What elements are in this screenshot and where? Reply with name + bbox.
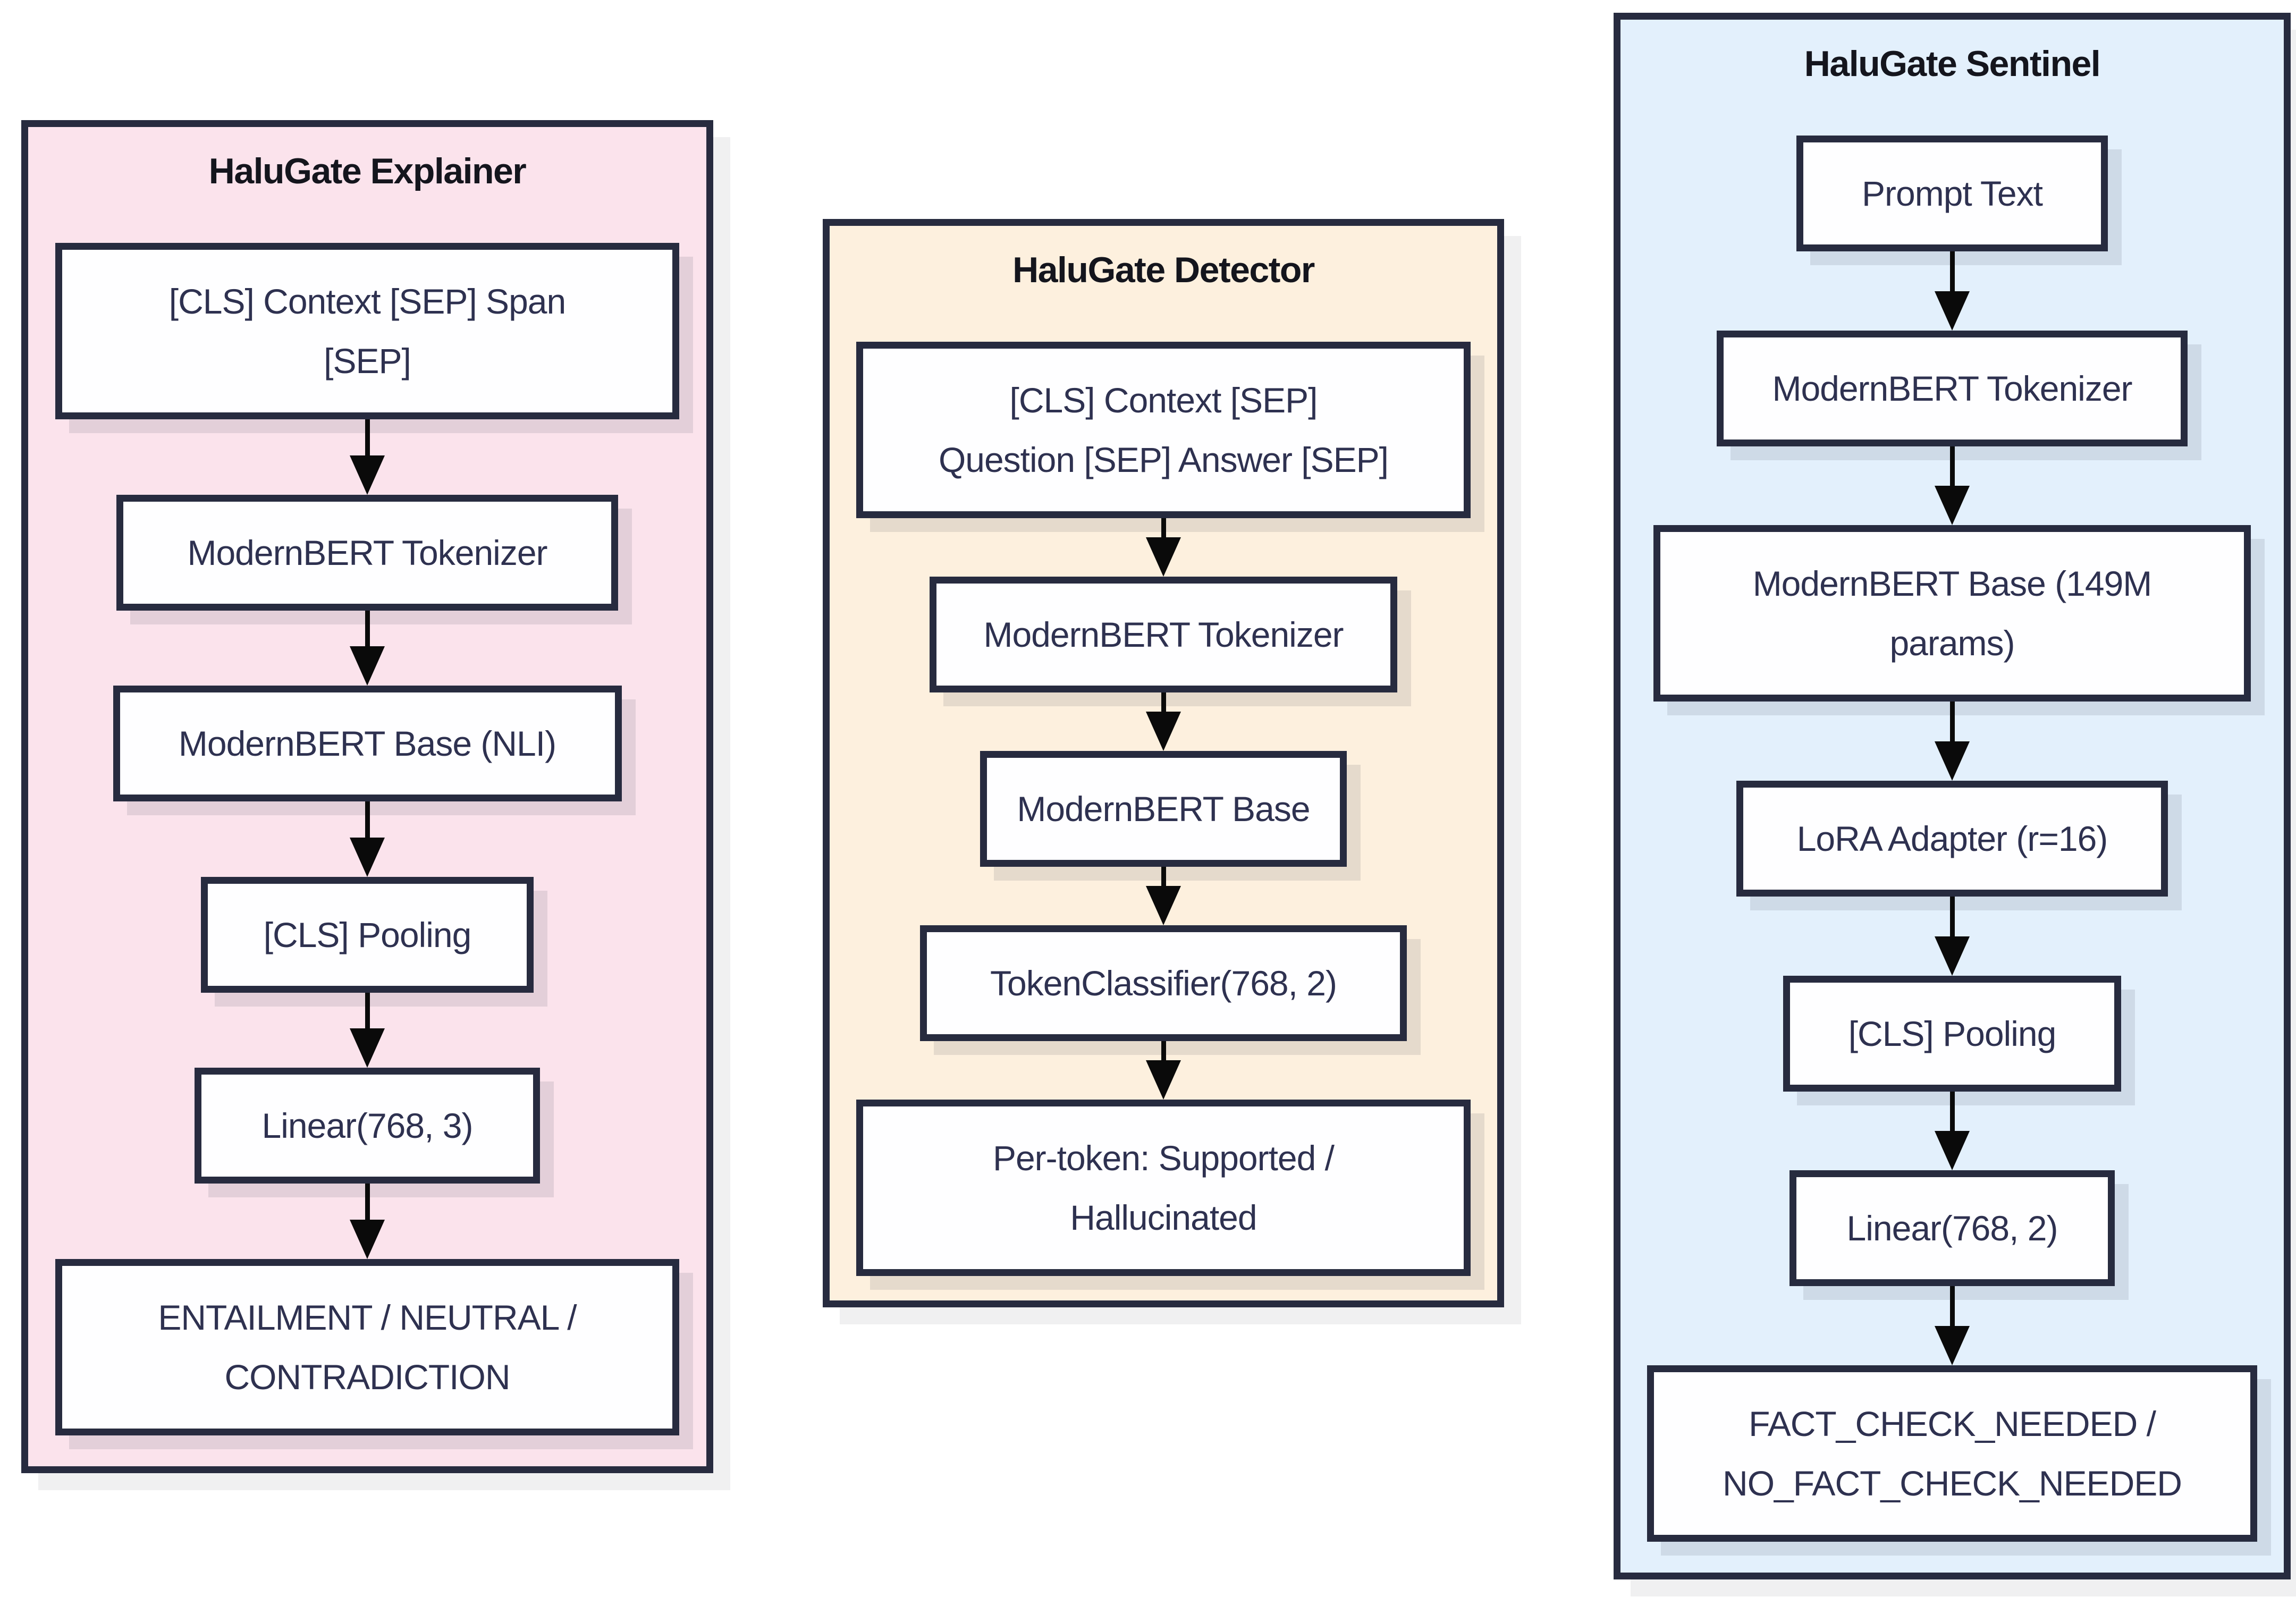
arrow-stem — [365, 419, 370, 455]
arrow-stem — [1161, 518, 1166, 537]
detector-base-node: ModernBERT Base — [980, 751, 1347, 867]
explainer-linear-node: Linear(768, 3) — [194, 1068, 541, 1184]
node-label: [CLS] Context [SEP] Span [SEP] — [168, 281, 566, 381]
detector-output-node: Per-token: Supported / Hallucinated — [856, 1100, 1471, 1276]
node-label: Linear(768, 2) — [1846, 1209, 2058, 1248]
arrow-head — [350, 1028, 385, 1068]
arrow-down-icon — [350, 992, 385, 1068]
sentinel-output-node: FACT_CHECK_NEEDED / NO_FACT_CHECK_NEEDED — [1647, 1365, 2258, 1542]
arrow-down-icon — [1146, 867, 1181, 925]
arrow-head — [350, 1219, 385, 1259]
arrow-head — [1935, 741, 1970, 781]
arrow-head — [350, 646, 385, 686]
arrow-down-icon — [350, 801, 385, 877]
node-label: ENTAILMENT / NEUTRAL / CONTRADICTION — [158, 1297, 577, 1397]
arrow-down-icon — [1146, 1041, 1181, 1100]
arrow-head — [1935, 1326, 1970, 1366]
arrow-head — [1935, 936, 1970, 976]
arrow-down-icon — [1935, 1091, 1970, 1171]
detector-input-node: [CLS] Context [SEP] Question [SEP] Answe… — [856, 342, 1471, 518]
node-label: ModernBERT Base — [1017, 789, 1310, 829]
arrow-stem — [365, 801, 370, 838]
panel-halugate-detector: HaluGate Detector [CLS] Context [SEP] Qu… — [823, 219, 1504, 1307]
node-label: [CLS] Pooling — [263, 915, 472, 954]
arrow-stem — [1949, 446, 1955, 486]
node-label: TokenClassifier(768, 2) — [990, 963, 1337, 1003]
node-label: [CLS] Pooling — [1848, 1013, 2057, 1053]
arrow-head — [1935, 1131, 1970, 1171]
explainer-tokenizer-node: ModernBERT Tokenizer — [116, 494, 619, 611]
arrow-stem — [1161, 867, 1166, 886]
node-label: ModernBERT Base (149M params) — [1752, 564, 2152, 663]
arrow-stem — [365, 610, 370, 647]
node-label: Per-token: Supported / Hallucinated — [992, 1138, 1335, 1237]
arrow-down-icon — [1935, 702, 1970, 781]
arrow-head — [1146, 886, 1181, 925]
arrow-down-icon — [350, 1184, 385, 1259]
sentinel-tokenizer-node: ModernBERT Tokenizer — [1716, 330, 2188, 446]
panel-title-sentinel: HaluGate Sentinel — [1804, 44, 2101, 84]
arrow-stem — [1949, 251, 1955, 291]
node-label: FACT_CHECK_NEEDED / NO_FACT_CHECK_NEEDED — [1723, 1404, 2182, 1503]
sentinel-base-149m-node: ModernBERT Base (149M params) — [1653, 525, 2251, 702]
arrow-stem — [1949, 702, 1955, 742]
arrow-down-icon — [1935, 251, 1970, 331]
node-label: ModernBERT Tokenizer — [1772, 368, 2132, 408]
arrow-stem — [1161, 1041, 1166, 1060]
arrow-down-icon — [1935, 897, 1970, 976]
arrow-stem — [1949, 1091, 1955, 1131]
panel-title-explainer: HaluGate Explainer — [208, 151, 527, 191]
node-label: ModernBERT Tokenizer — [187, 533, 547, 572]
arrow-down-icon — [1935, 446, 1970, 526]
panel-title-detector: HaluGate Detector — [1012, 250, 1315, 290]
node-label: [CLS] Context [SEP] Question [SEP] Answe… — [938, 380, 1389, 479]
arrow-stem — [365, 992, 370, 1029]
panel-halugate-sentinel: HaluGate Sentinel Prompt Text ModernBERT… — [1614, 13, 2291, 1579]
arrow-down-icon — [350, 610, 385, 686]
node-label: Linear(768, 3) — [261, 1106, 474, 1146]
arrow-head — [1146, 712, 1181, 751]
arrow-stem — [1161, 692, 1166, 712]
arrow-head — [1146, 537, 1181, 577]
arrow-stem — [1949, 897, 1955, 936]
node-label: ModernBERT Tokenizer — [983, 614, 1344, 654]
node-label: LoRA Adapter (r=16) — [1796, 818, 2108, 858]
sentinel-linear-node: Linear(768, 2) — [1789, 1170, 2115, 1287]
explainer-output-node: ENTAILMENT / NEUTRAL / CONTRADICTION — [55, 1258, 679, 1435]
arrow-down-icon — [1146, 692, 1181, 751]
explainer-input-node: [CLS] Context [SEP] Span [SEP] — [55, 243, 679, 419]
sentinel-cls-pooling-node: [CLS] Pooling — [1783, 975, 2122, 1092]
arrow-down-icon — [350, 419, 385, 495]
arrow-stem — [1949, 1286, 1955, 1326]
arrow-down-icon — [1146, 518, 1181, 577]
arrow-head — [350, 455, 385, 495]
arrow-head — [350, 837, 385, 877]
sentinel-lora-adapter-node: LoRA Adapter (r=16) — [1736, 781, 2168, 897]
arrow-head — [1935, 291, 1970, 331]
explainer-base-nli-node: ModernBERT Base (NLI) — [113, 686, 622, 802]
explainer-cls-pooling-node: [CLS] Pooling — [201, 876, 534, 993]
panel-halugate-explainer: HaluGate Explainer [CLS] Context [SEP] S… — [21, 120, 713, 1473]
node-label: ModernBERT Base (NLI) — [178, 724, 556, 764]
arrow-stem — [365, 1184, 370, 1220]
arrow-head — [1146, 1060, 1181, 1100]
arrow-head — [1935, 486, 1970, 526]
detector-tokenizer-node: ModernBERT Tokenizer — [930, 577, 1397, 692]
node-label: Prompt Text — [1862, 173, 2043, 213]
detector-token-classifier-node: TokenClassifier(768, 2) — [919, 925, 1407, 1041]
sentinel-prompt-text-node: Prompt Text — [1796, 136, 2108, 251]
arrow-down-icon — [1935, 1286, 1970, 1366]
